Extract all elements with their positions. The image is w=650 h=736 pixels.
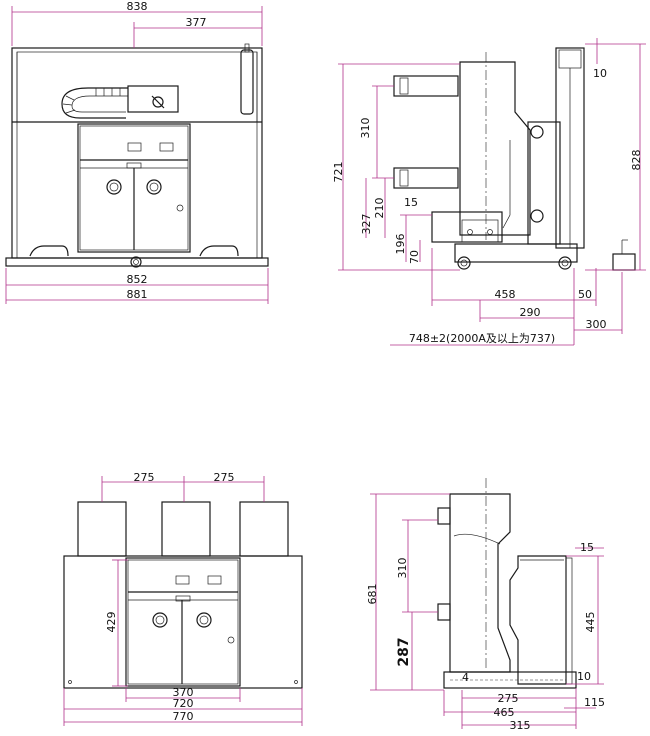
dim-290: 290 bbox=[520, 306, 541, 319]
dim-721: 721 bbox=[332, 162, 345, 183]
dim-681: 681 bbox=[366, 584, 379, 605]
dim-458: 458 bbox=[495, 288, 516, 301]
dim-852: 852 bbox=[127, 273, 148, 286]
dim-70: 70 bbox=[408, 250, 421, 264]
dim-828: 828 bbox=[630, 150, 643, 171]
dim-310: 310 bbox=[359, 118, 372, 139]
dim-720: 720 bbox=[173, 697, 194, 710]
dim-315: 315 bbox=[510, 719, 531, 732]
dim-287: 287 bbox=[396, 637, 412, 666]
dim-275-b: 275 bbox=[498, 692, 519, 705]
dim-370: 370 bbox=[173, 686, 194, 699]
dim-115: 115 bbox=[584, 696, 605, 709]
dim-210: 210 bbox=[373, 198, 386, 219]
front-view-bottom: 275 275 429 370 720 770 bbox=[63, 471, 303, 726]
dim-310-b: 310 bbox=[396, 558, 409, 579]
dim-327: 327 bbox=[360, 214, 373, 235]
side-view-top: 10 828 721 310 210 15 327 196 70 458 50 … bbox=[332, 38, 646, 346]
dim-300: 300 bbox=[586, 318, 607, 331]
dim-445: 445 bbox=[584, 612, 597, 633]
dim-770: 770 bbox=[173, 710, 194, 723]
dim-838: 838 bbox=[127, 0, 148, 13]
dim-4: 4 bbox=[462, 671, 469, 684]
dim-881: 881 bbox=[127, 288, 148, 301]
dim-10: 10 bbox=[593, 67, 607, 80]
dim-196: 196 bbox=[394, 234, 407, 255]
dim-275-right: 275 bbox=[214, 471, 235, 484]
dim-10-b: 10 bbox=[577, 670, 591, 683]
front-view-top: 838 377 852 881 bbox=[5, 0, 269, 304]
note-748: 748±2(2000A及以上为737) bbox=[409, 332, 555, 345]
side-view-bottom: 15 681 310 445 287 10 4 275 115 465 315 bbox=[366, 478, 605, 732]
dim-429: 429 bbox=[105, 612, 118, 633]
dim-15-b: 15 bbox=[580, 541, 594, 554]
dim-15: 15 bbox=[404, 196, 418, 209]
dim-50: 50 bbox=[578, 288, 592, 301]
dim-377: 377 bbox=[186, 16, 207, 29]
dim-275-left: 275 bbox=[134, 471, 155, 484]
dim-465: 465 bbox=[494, 706, 515, 719]
